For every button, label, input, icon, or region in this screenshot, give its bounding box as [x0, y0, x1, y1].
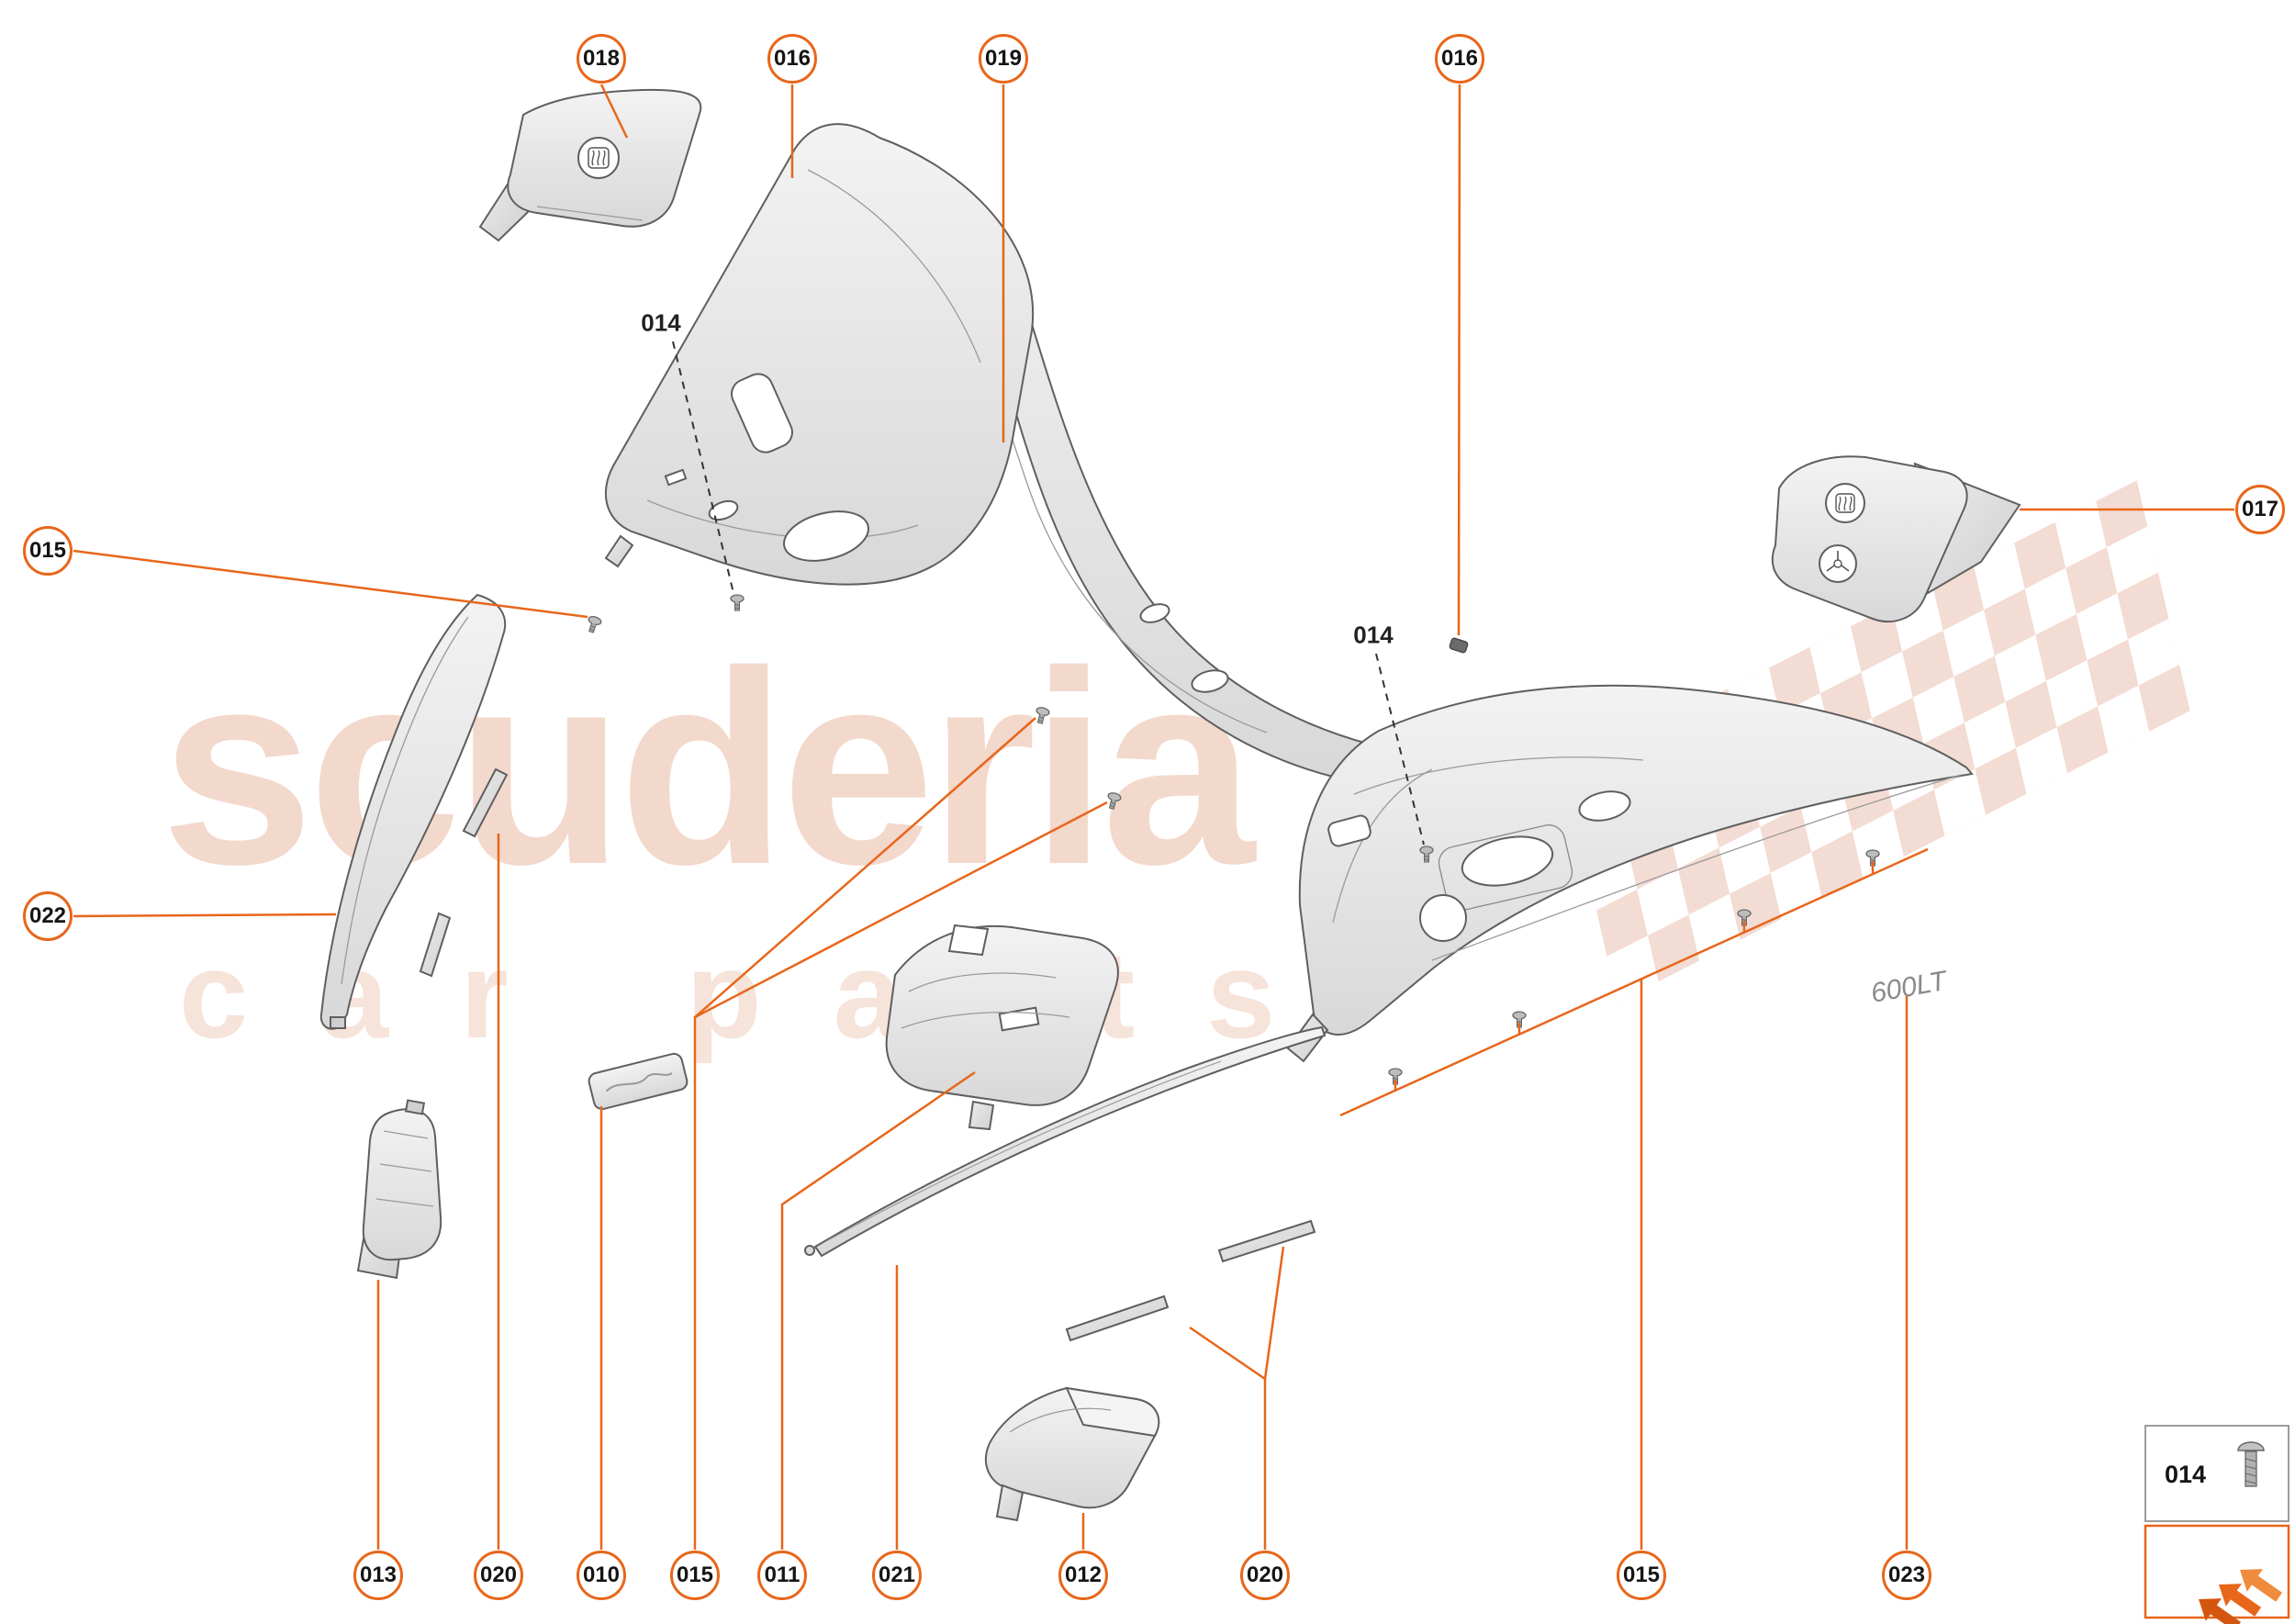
callout-020-8[interactable]: 020	[474, 1551, 523, 1600]
part-019-cowl-assembly	[604, 123, 1974, 1063]
legend-screw-box: 014	[2144, 1425, 2289, 1522]
callout-010-9[interactable]: 010	[577, 1551, 626, 1600]
scuderia-arrows-logo	[2144, 1524, 2290, 1624]
part-ref-label-014-0: 014	[641, 308, 681, 337]
part-011-underlay-panel	[885, 924, 1119, 1131]
callout-018-0[interactable]: 018	[577, 34, 626, 84]
callout-015-5[interactable]: 015	[23, 526, 73, 576]
watermark-word-1: scuderia	[161, 613, 1257, 922]
defroster-icon	[577, 137, 620, 179]
part-020-strips	[419, 767, 1316, 1342]
cowl-left-panel	[604, 123, 1035, 586]
callout-017-4[interactable]: 017	[2235, 485, 2285, 534]
cowl-right-panel	[1286, 684, 1974, 1063]
legend-part-label: 014	[2165, 1461, 2206, 1488]
part-018-cover-left	[478, 88, 702, 242]
part-ref-label-014-1: 014	[1353, 621, 1394, 649]
callout-016-3[interactable]: 016	[1435, 34, 1484, 84]
dashed-reference-lines	[672, 341, 1425, 846]
callout-015-10[interactable]: 015	[670, 1551, 720, 1600]
model-script: 600LT	[1868, 966, 1951, 1009]
callout-023-16[interactable]: 023	[1882, 1551, 1931, 1600]
callout-016-1[interactable]: 016	[767, 34, 817, 84]
callout-013-7[interactable]: 013	[353, 1551, 403, 1600]
part-016-clip-right	[1449, 637, 1469, 654]
callout-022-6[interactable]: 022	[23, 891, 73, 941]
callout-015-15[interactable]: 015	[1617, 1551, 1666, 1600]
callout-012-13[interactable]: 012	[1058, 1551, 1108, 1600]
leader-lines	[73, 84, 2234, 1550]
callout-011-11[interactable]: 011	[757, 1551, 807, 1600]
screw-icon	[2237, 1441, 2265, 1487]
fan-icon	[1819, 544, 1857, 583]
part-022-a-pillar-trim	[319, 593, 507, 1030]
part-012-bracket	[985, 1386, 1160, 1522]
part-021-seal-strip	[804, 1025, 1327, 1258]
callout-020-14[interactable]: 020	[1240, 1551, 1290, 1600]
part-017-cover-right	[1771, 455, 2021, 622]
defroster-icon	[1825, 483, 1865, 523]
callout-021-12[interactable]: 021	[872, 1551, 922, 1600]
callout-019-2[interactable]: 019	[979, 34, 1028, 84]
part-010-label-plate	[588, 1052, 688, 1111]
part-013-bracket	[356, 1099, 442, 1280]
